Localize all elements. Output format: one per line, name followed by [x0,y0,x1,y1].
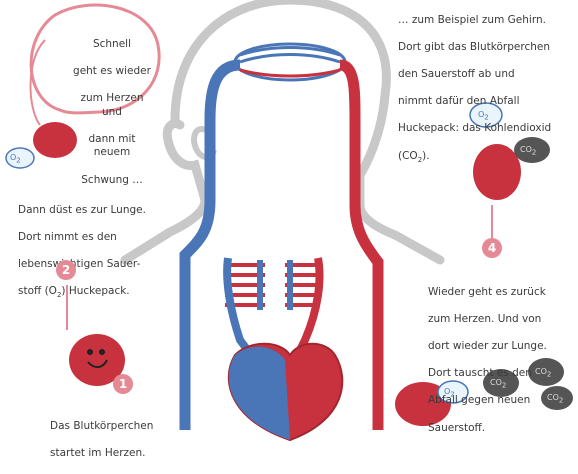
brain-line-2: Dort gibt das Blutkörperchen [398,40,550,53]
co2-label-right-pre: CO [520,145,532,154]
brain-capillaries [233,42,347,82]
back-line-2: zum Herzen. Und von [428,312,542,325]
lung-text: Dann düst es zur Lunge. Dort nimmt es de… [18,190,178,316]
brain-line-6-sub: 2 [417,155,423,164]
back-line-5: Abfall gegen neuen [428,394,531,407]
co2-label-bottom-3-sub: 2 [558,396,564,405]
step-marker-2: 2 [56,260,76,280]
lung-line-4-sub: 2 [56,291,62,300]
co2-label-right-sub: 2 [531,148,537,157]
blood-cell-start [69,334,125,386]
step-marker-4: 4 [482,238,502,258]
o2-label-left: O2 [10,151,21,168]
co2-label-right: CO2 [520,143,536,160]
co2-label-bottom-2: CO2 [535,365,551,382]
quick-line-1: Schnell [92,37,132,50]
co2-label-bottom-1-sub: 2 [501,381,507,390]
blood-cell-right-top [469,102,550,200]
o2-label-right: O2 [478,108,489,125]
o2-label-right-sub: 2 [484,113,489,122]
artery-red-upper [338,59,384,430]
lung-line-4-post: ) Huckepack. [61,285,130,298]
brain-line-6: (CO2). [398,150,576,168]
speech-bubble [29,3,161,115]
co2-label-bottom-3-pre: CO [547,393,559,402]
co2-label-bottom-2-sub: 2 [546,370,552,379]
quick-text: Schnell geht es wieder zum Herzen und da… [72,24,152,201]
lung-line-4: stoff (O2) Huckepack. [18,285,178,303]
quick-line-3: zum Herzen und [80,91,144,118]
lung-line-2: Dort nimmt es den [18,230,117,243]
brain-line-6-post: ). [422,149,430,162]
o2-label-right-pre: O [478,110,485,119]
bubble-tail-line [29,39,46,126]
brain-line-4: nimmt dafür den Abfall [398,95,520,108]
blood-cell-bottom-right [395,358,573,426]
co2-label-bottom-3: CO2 [547,391,563,408]
back-line-3: dort wieder zur Lunge. [428,339,547,352]
back-text: Wieder geht es zurück zum Herzen. Und vo… [428,272,576,449]
co2-label-bottom-2-pre: CO [535,367,547,376]
back-line-6: Sauerstoff. [428,421,486,434]
brain-line-6-pre: (CO [398,149,418,162]
lung-line-1: Dann düst es zur Lunge. [18,203,146,216]
o2-label-bottom-sub: 2 [450,390,455,399]
start-line-2: startet im Herzen. [50,446,146,459]
heart-left-blue [228,346,290,440]
blood-cell-left-top [5,122,77,169]
lung-line-3: lebenswichtigen Sauer- [18,257,141,270]
o2-label-bottom-pre: O [444,387,451,396]
co2-label-bottom-1-pre: CO [490,378,502,387]
brain-text: … zum Beispiel zum Gehirn. Dort gibt das… [398,0,576,181]
lung-capillaries [223,257,324,363]
back-line-4: Dort tauscht es den [428,367,532,380]
back-line-1: Wieder geht es zurück [428,285,546,298]
circulation-diagram [5,0,573,442]
quick-line-5: Schwung … [81,173,143,186]
start-text: Das Blutkörperchen startet im Herzen. [50,406,180,474]
o2-label-left-sub: 2 [16,156,21,165]
start-line-1: Das Blutkörperchen [50,419,154,432]
o2-label-left-pre: O [10,153,17,162]
brain-line-3: den Sauerstoff ab und [398,67,515,80]
co2-label-bottom-1: CO2 [490,376,506,393]
quick-line-4: dann mit neuem [88,132,136,159]
quick-line-2: geht es wieder [73,64,151,77]
vein-blue-upper [179,59,241,430]
lung-line-4-pre: stoff (O [18,285,57,298]
brain-line-1: … zum Beispiel zum Gehirn. [398,13,546,26]
o2-label-bottom: O2 [444,385,455,402]
brain-line-5: Huckepack: das Kohlendioxid [398,122,552,135]
step-marker-1: 1 [113,374,133,394]
